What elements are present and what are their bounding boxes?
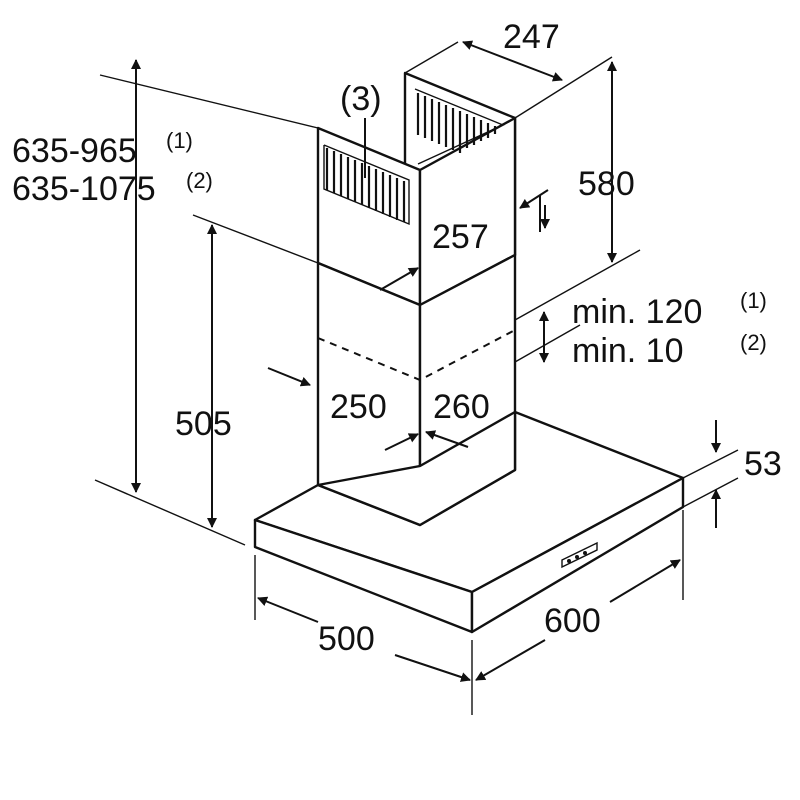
lower-chimney-depth-label: 260 <box>433 388 490 426</box>
vent-grille-back <box>414 88 505 165</box>
note-marker-2: (2) <box>186 168 213 193</box>
dimension-lines <box>94 40 739 715</box>
dim-260-arrow-a <box>384 433 419 451</box>
vent-grille-front <box>323 144 410 226</box>
min-gap-2-note: (2) <box>740 330 767 355</box>
dim-500-left <box>257 596 319 623</box>
canopy-thickness-label: 53 <box>744 445 782 483</box>
control-panel <box>561 541 598 569</box>
canopy-depth-label: 500 <box>318 620 375 658</box>
overall-height-range-2: 635-1075 <box>12 170 156 208</box>
upper-chimney-height-label: 580 <box>578 165 635 203</box>
lower-chimney-width-label: 250 <box>330 388 387 426</box>
control-button <box>583 551 587 555</box>
dim-250-arrow <box>267 367 311 387</box>
note-marker-1: (1) <box>166 128 193 153</box>
min-gap-2-label: min. 10 <box>572 332 684 370</box>
dimension-labels: (3) 635-965 (1) 635-1075 (2) 247 580 257… <box>12 18 782 658</box>
canopy-top-inner <box>316 410 517 527</box>
control-button <box>575 555 579 559</box>
lower-height-label: 505 <box>175 405 232 443</box>
upper-chimney-depth-label: 257 <box>432 218 489 256</box>
dim-600-left <box>475 639 546 681</box>
min-gap-1-label: min. 120 <box>572 293 702 331</box>
dim-600-right <box>609 559 681 603</box>
min-gap-1-note: (1) <box>740 288 767 313</box>
canopy-width-label: 600 <box>544 602 601 640</box>
dim-247 <box>462 40 563 82</box>
cooker-hood <box>253 71 685 634</box>
control-button <box>567 559 571 563</box>
overall-height-range-1: 635-965 <box>12 132 137 170</box>
upper-chimney-width-label: 247 <box>503 18 560 56</box>
dim-257-arrow-c <box>379 267 419 291</box>
callout-3-label: (3) <box>340 80 382 118</box>
chimney-overlap-line <box>317 329 516 382</box>
dim-260-arrow-b <box>425 430 469 448</box>
dim-500-right <box>394 654 471 682</box>
dim-257-arrow-a <box>519 189 549 209</box>
